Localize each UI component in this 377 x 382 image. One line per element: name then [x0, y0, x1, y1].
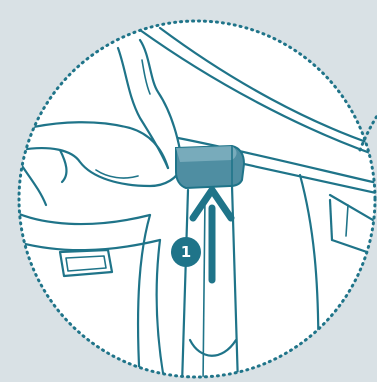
magnified-detail-circle [19, 21, 375, 377]
step-number: 1 [181, 243, 191, 261]
release-latch [176, 146, 244, 188]
step-number-badge: 1 [171, 237, 201, 267]
